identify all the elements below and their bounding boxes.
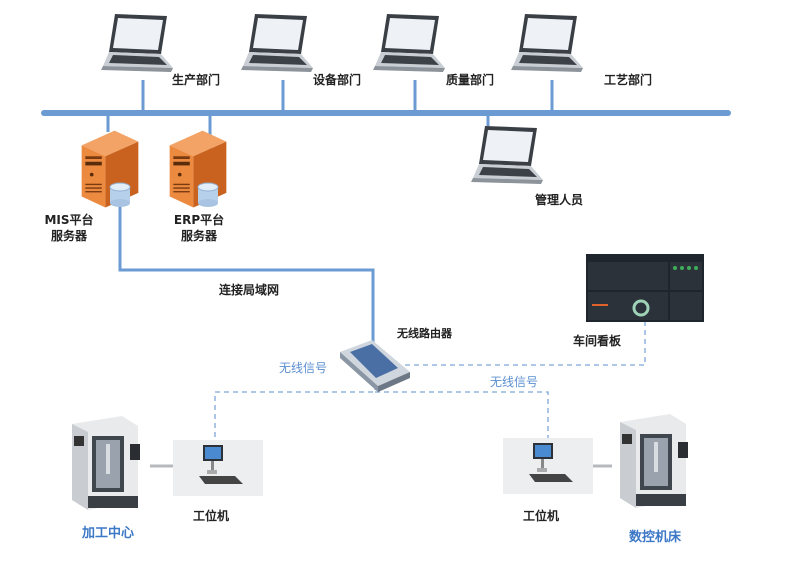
- left-workstation-icon: [173, 440, 263, 496]
- erp-server-label-line1: ERP平台: [173, 213, 225, 227]
- machining-center-icon: [72, 416, 140, 510]
- erp-database-icon: [197, 182, 219, 208]
- dashboard-screen: [586, 254, 704, 322]
- dept-label-production: 生产部门: [172, 73, 221, 87]
- wireless-signal-label-right: 无线信号: [490, 375, 539, 389]
- cnc-machine-label: 数控机床: [629, 530, 682, 545]
- dept-label-quality: 质量部门: [446, 73, 495, 87]
- cnc-machine-icon: [620, 414, 688, 508]
- laptop-icon-process: [511, 14, 583, 72]
- management-label: 管理人员: [535, 193, 584, 207]
- left-workstation-label: 工位机: [193, 509, 230, 523]
- laptop-icon-equipment: [241, 14, 313, 72]
- mis-server-label: MIS平台 服务器: [40, 212, 98, 244]
- erp-server-label: ERP平台 服务器: [170, 212, 228, 244]
- mis-server-label-line1: MIS平台: [44, 213, 94, 227]
- laptop-icon-production: [101, 14, 173, 72]
- lan-label: 连接局域网: [219, 283, 280, 297]
- mis-server-label-line2: 服务器: [50, 229, 87, 243]
- laptop-icon-quality: [373, 14, 445, 72]
- wireless-signal-label-left: 无线信号: [279, 361, 328, 375]
- router-icon: [340, 340, 410, 392]
- erp-server-label-line2: 服务器: [180, 229, 217, 243]
- dept-label-equipment: 设备部门: [313, 73, 362, 87]
- dept-label-process: 工艺部门: [604, 73, 653, 87]
- laptop-icon-management: [471, 126, 543, 184]
- dashboard-label: 车间看板: [573, 334, 622, 348]
- router-label: 无线路由器: [397, 327, 452, 340]
- machining-center-label: 加工中心: [82, 526, 135, 541]
- right-workstation-icon: [503, 438, 593, 494]
- right-workstation-label: 工位机: [523, 509, 560, 523]
- mis-database-icon: [109, 182, 131, 208]
